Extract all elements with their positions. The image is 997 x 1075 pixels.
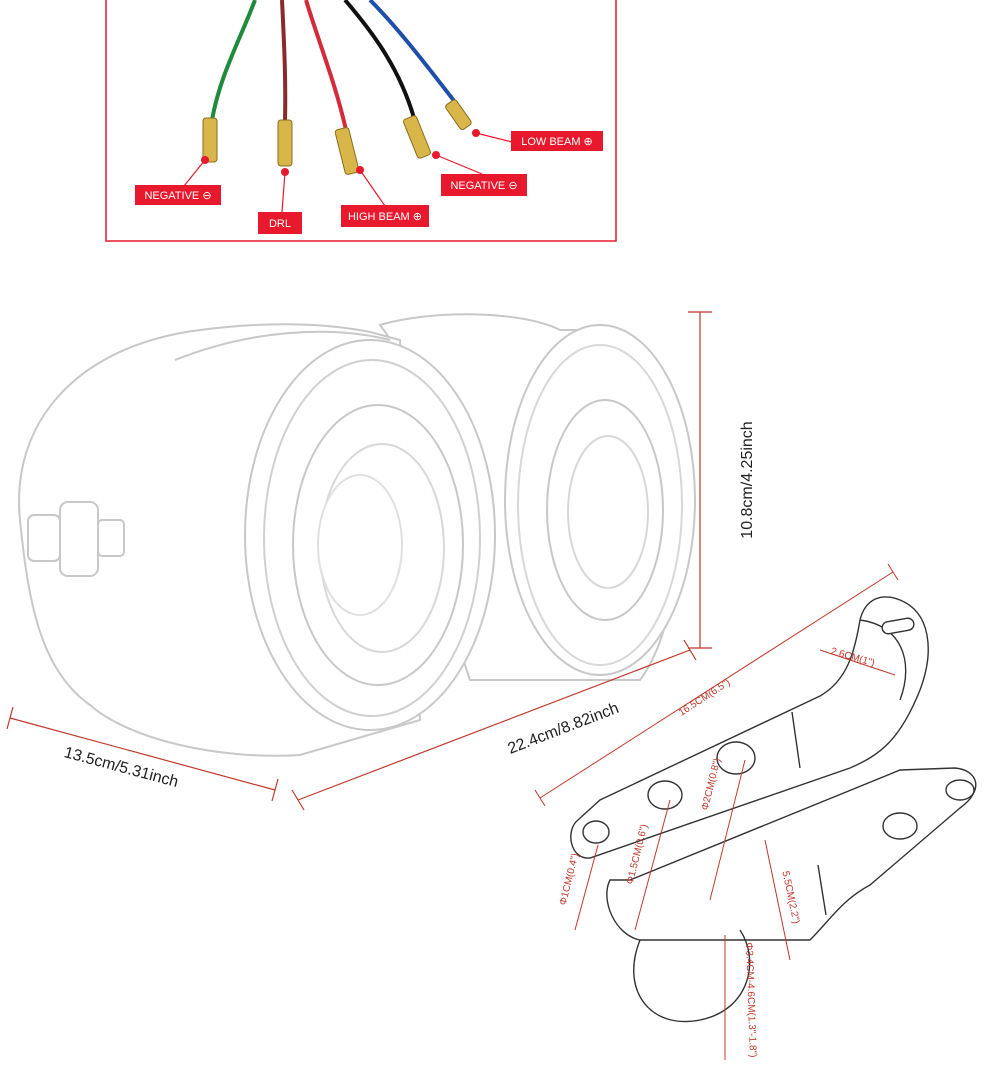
label-high-beam: HIGH BEAM ⊕ <box>341 205 429 227</box>
bracket-top <box>570 596 929 859</box>
housing-band <box>174 330 391 361</box>
brown-wire <box>280 0 288 123</box>
bracket-bottom-plate <box>606 767 977 941</box>
bracket-bottom-hole <box>882 812 918 840</box>
label-low-beam: LOW BEAM ⊕ <box>511 131 603 151</box>
bracket-top-hole-small <box>582 820 610 844</box>
terminal-black <box>403 115 431 159</box>
bracket-bottom-stud <box>817 864 827 916</box>
mount-bolt-head <box>27 514 61 562</box>
label-negative-right: NEGATIVE ⊖ <box>441 174 527 196</box>
black-wire <box>343 0 416 119</box>
bracket-top-curve <box>859 619 907 701</box>
dot-negative-left <box>201 156 209 164</box>
mount-bolt-nut <box>59 501 99 577</box>
wiring-frame <box>105 0 617 242</box>
blue-wire <box>368 0 457 104</box>
svg-text:DRL: DRL <box>269 218 291 230</box>
length-label: 22.4cm/8.82inch <box>506 700 622 758</box>
label-drl: DRL <box>258 212 302 234</box>
svg-text:NEGATIVE ⊖: NEGATIVE ⊖ <box>450 180 517 192</box>
red-wire <box>304 0 348 131</box>
rear-projector <box>567 435 649 589</box>
terminal-blue <box>445 99 472 131</box>
svg-text:HIGH BEAM ⊕: HIGH BEAM ⊕ <box>348 211 422 223</box>
bracket-top-hole-medium <box>647 780 683 810</box>
front-projector-inner <box>317 474 403 616</box>
bracket-top-stud <box>791 711 801 769</box>
bracket-bottom-hole-end <box>945 779 975 801</box>
green-wire <box>210 0 257 121</box>
depth-label: 13.5cm/5.31inch <box>62 744 180 791</box>
height-label: 10.8cm/4.25inch <box>739 421 756 538</box>
hole-d1-label: Φ1CM(0.4") <box>558 852 582 906</box>
wiring-panel: NEGATIVE ⊖ DRL HIGH BEAM ⊕ NEGATIVE ⊖ LO… <box>105 0 617 242</box>
bracket-bottom-clamp <box>633 929 751 1023</box>
headlight-illustration <box>18 313 696 757</box>
bracket-dimension-lines <box>534 563 899 1060</box>
svg-text:NEGATIVE ⊖: NEGATIVE ⊖ <box>144 190 211 202</box>
terminal-red <box>334 127 360 175</box>
svg-text:LOW BEAM ⊕: LOW BEAM ⊕ <box>521 136 593 148</box>
label-negative-left: NEGATIVE ⊖ <box>135 185 221 205</box>
dot-drl <box>281 168 289 176</box>
bracket-length-label: 16.5CM(6.5") <box>677 677 733 718</box>
headlight-dimension-lines <box>6 311 712 811</box>
dot-low-beam <box>472 129 480 137</box>
dot-high-beam <box>356 166 364 174</box>
mount-bolt-washer <box>97 519 125 557</box>
bracket-top-hole-large <box>716 741 756 775</box>
bracket-bottom <box>606 767 977 1023</box>
clamp-range-label: Φ3.4CM-4.6CM(1.3"-1.8") <box>743 942 758 1057</box>
bracket-top-slot <box>881 617 915 635</box>
terminal-green <box>202 117 218 163</box>
dot-negative-right <box>432 151 440 159</box>
terminal-brown <box>277 119 293 167</box>
